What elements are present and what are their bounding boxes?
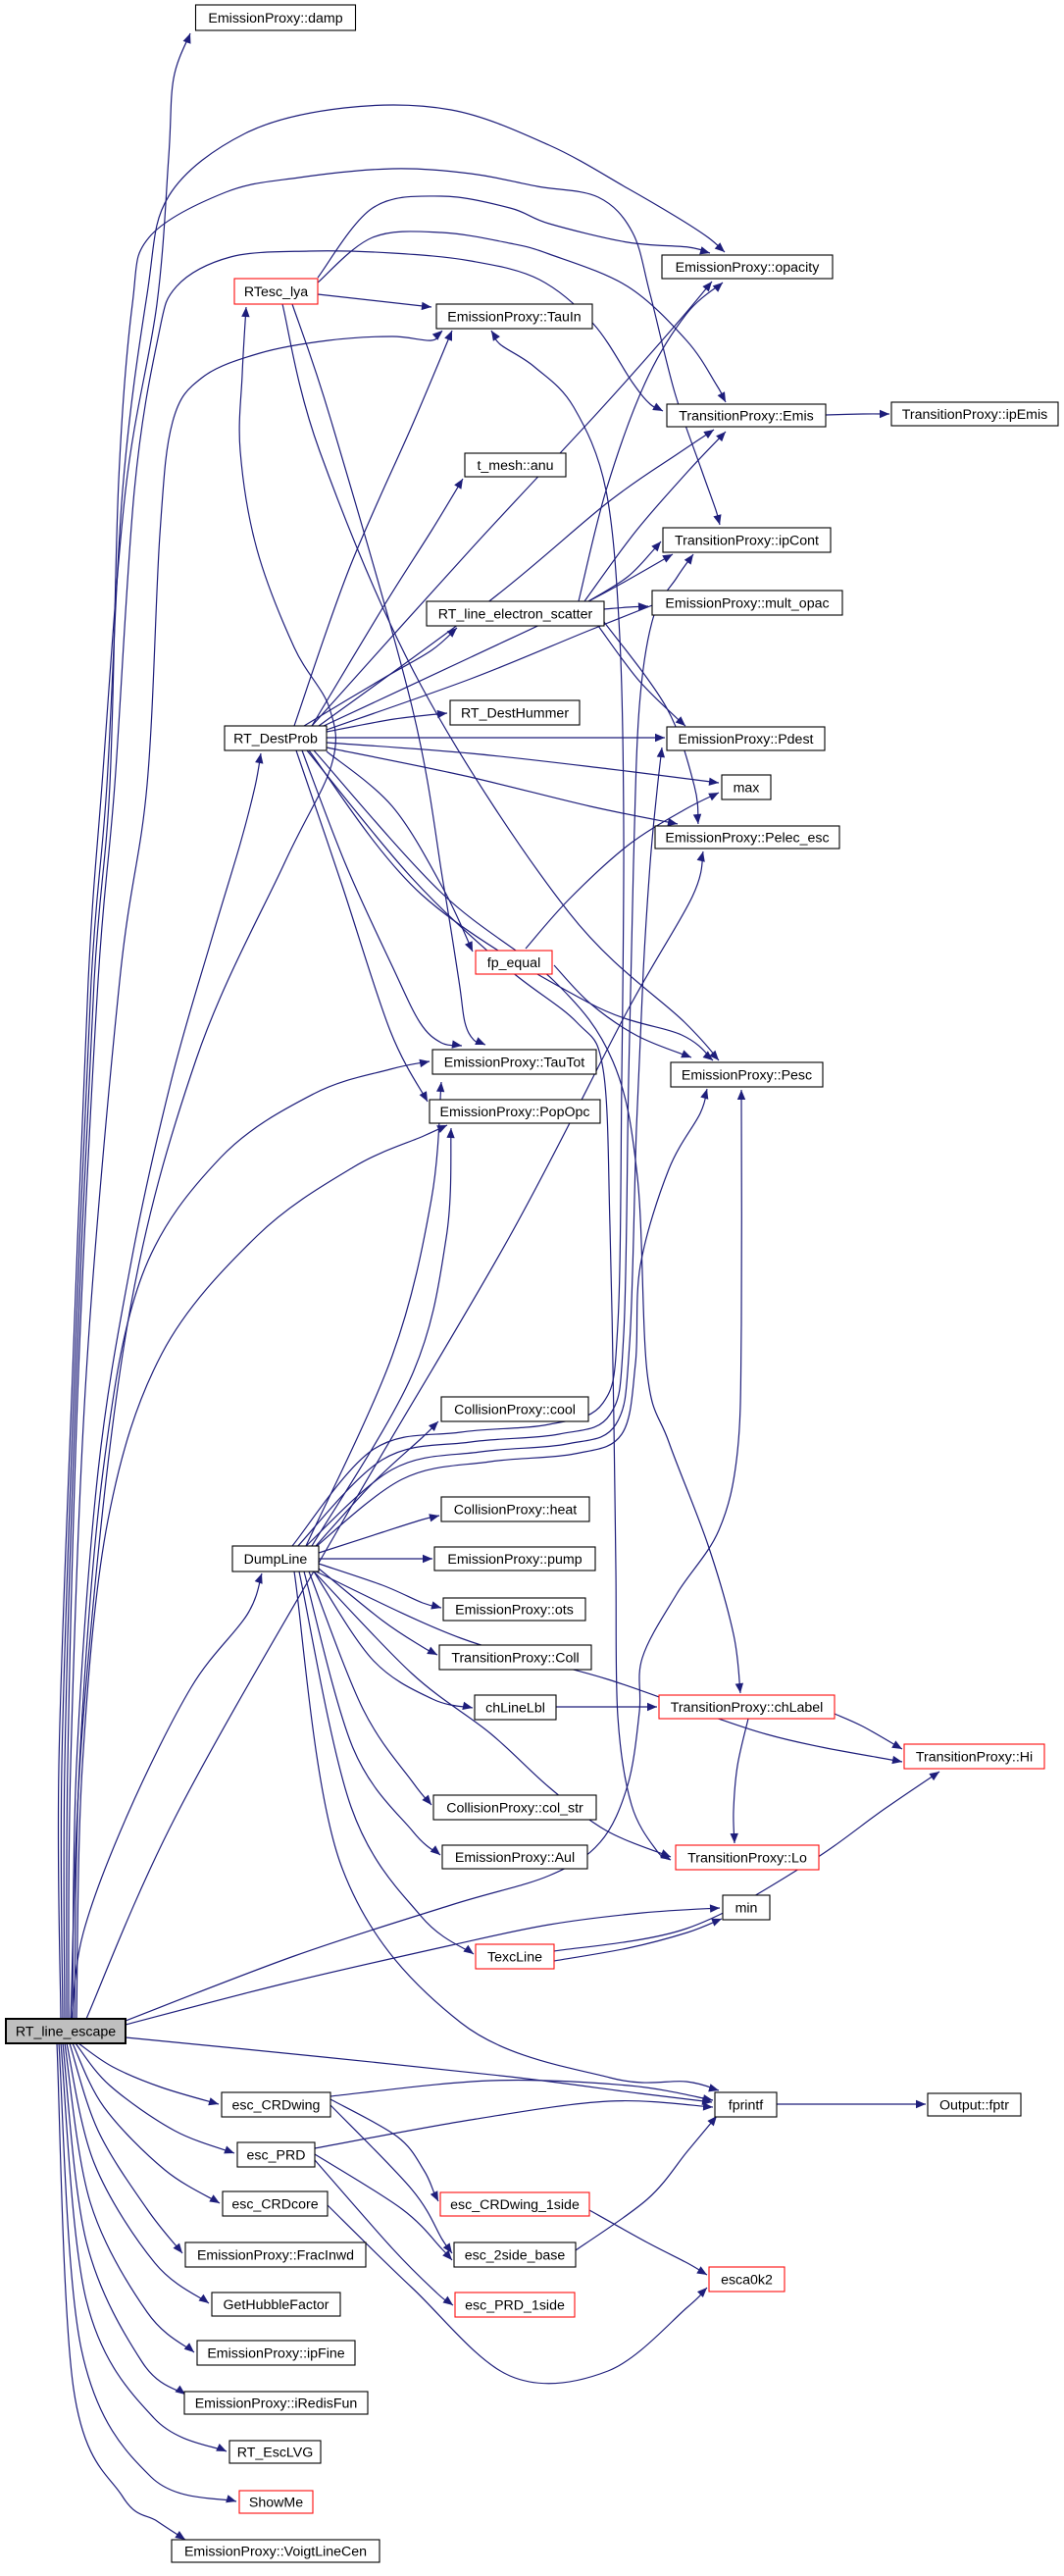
svg-text:esc_2side_base: esc_2side_base — [465, 2247, 566, 2263]
svg-text:esc_PRD_1side: esc_PRD_1side — [465, 2297, 565, 2313]
svg-text:t_mesh::anu: t_mesh::anu — [477, 458, 553, 474]
svg-text:DumpLine: DumpLine — [244, 1552, 308, 1568]
svg-text:EmissionProxy::PopOpc: EmissionProxy::PopOpc — [440, 1105, 590, 1120]
svg-text:esc_CRDcore: esc_CRDcore — [231, 2196, 318, 2212]
svg-text:EmissionProxy::mult_opac: EmissionProxy::mult_opac — [665, 595, 829, 611]
svg-text:TexcLine: TexcLine — [487, 1949, 542, 1965]
svg-text:EmissionProxy::VoigtLineCen: EmissionProxy::VoigtLineCen — [184, 2544, 367, 2559]
svg-text:TransitionProxy::ipCont: TransitionProxy::ipCont — [675, 533, 819, 548]
svg-text:EmissionProxy::pump: EmissionProxy::pump — [447, 1552, 582, 1568]
svg-text:EmissionProxy::TauTot: EmissionProxy::TauTot — [444, 1055, 585, 1070]
svg-text:EmissionProxy::ipFine: EmissionProxy::ipFine — [207, 2345, 344, 2361]
svg-text:Output::fptr: Output::fptr — [939, 2097, 1009, 2113]
svg-text:esc_PRD: esc_PRD — [247, 2147, 306, 2163]
svg-text:EmissionProxy::iRedisFun: EmissionProxy::iRedisFun — [195, 2396, 358, 2411]
svg-text:EmissionProxy::damp: EmissionProxy::damp — [208, 11, 342, 26]
svg-text:CollisionProxy::cool: CollisionProxy::cool — [454, 1402, 576, 1417]
svg-text:EmissionProxy::FracInwd: EmissionProxy::FracInwd — [197, 2247, 354, 2263]
svg-text:TransitionProxy::ipEmis: TransitionProxy::ipEmis — [902, 407, 1047, 423]
svg-text:CollisionProxy::col_str: CollisionProxy::col_str — [446, 1800, 583, 1816]
svg-text:esc_CRDwing_1side: esc_CRDwing_1side — [450, 2197, 580, 2213]
svg-text:RT_DestProb: RT_DestProb — [233, 731, 318, 747]
svg-text:EmissionProxy::TauIn: EmissionProxy::TauIn — [447, 309, 581, 325]
svg-text:TransitionProxy::chLabel: TransitionProxy::chLabel — [671, 1700, 824, 1716]
svg-text:RT_EscLVG: RT_EscLVG — [237, 2445, 314, 2460]
svg-text:EmissionProxy::opacity: EmissionProxy::opacity — [676, 260, 821, 276]
svg-text:TransitionProxy::Coll: TransitionProxy::Coll — [451, 1650, 579, 1666]
svg-text:EmissionProxy::ots: EmissionProxy::ots — [455, 1602, 574, 1618]
svg-text:EmissionProxy::Pelec_esc: EmissionProxy::Pelec_esc — [665, 830, 829, 846]
svg-text:esca0k2: esca0k2 — [721, 2272, 773, 2288]
svg-text:RT_DestHummer: RT_DestHummer — [461, 705, 569, 721]
svg-text:max: max — [734, 780, 760, 796]
svg-text:TransitionProxy::Lo: TransitionProxy::Lo — [687, 1850, 807, 1866]
svg-text:RT_line_electron_scatter: RT_line_electron_scatter — [438, 606, 593, 622]
svg-text:fp_equal: fp_equal — [487, 955, 540, 971]
svg-text:RTesc_lya: RTesc_lya — [244, 284, 308, 300]
svg-text:EmissionProxy::Pdest: EmissionProxy::Pdest — [679, 732, 814, 747]
svg-text:min: min — [735, 1900, 758, 1916]
svg-text:GetHubbleFactor: GetHubbleFactor — [223, 2297, 329, 2313]
svg-text:ShowMe: ShowMe — [249, 2495, 303, 2510]
svg-text:RT_line_escape: RT_line_escape — [16, 2024, 116, 2039]
svg-text:TransitionProxy::Hi: TransitionProxy::Hi — [916, 1749, 1033, 1765]
svg-text:CollisionProxy::heat: CollisionProxy::heat — [454, 1502, 577, 1518]
svg-text:EmissionProxy::Pesc: EmissionProxy::Pesc — [682, 1067, 812, 1083]
svg-text:esc_CRDwing: esc_CRDwing — [232, 2097, 321, 2113]
svg-text:fprintf: fprintf — [729, 2097, 764, 2113]
svg-text:chLineLbl: chLineLbl — [485, 1700, 545, 1716]
svg-text:TransitionProxy::Emis: TransitionProxy::Emis — [679, 408, 813, 424]
svg-text:EmissionProxy::Aul: EmissionProxy::Aul — [455, 1850, 575, 1866]
